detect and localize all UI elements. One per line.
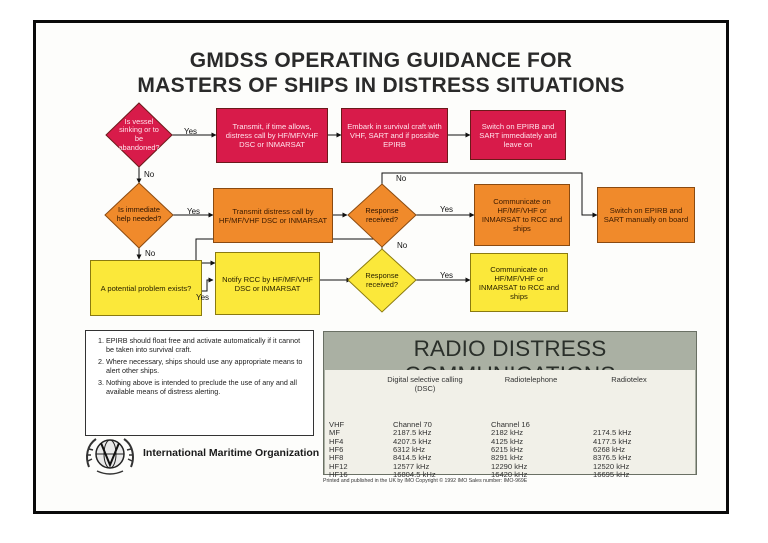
- radio-cell-band: VHF: [329, 420, 345, 429]
- box-communicate-2: Communicate on HF/MF/VHF or INMARSAT to …: [470, 253, 568, 312]
- label-yes-response-1: Yes: [440, 205, 454, 214]
- diamond-response-1: [347, 183, 417, 248]
- question-abandon: Is vessel sinking or to be abandoned?: [118, 116, 160, 152]
- label-yes-abandon: Yes: [184, 127, 198, 136]
- radio-cell-dsc: 6312 kHz: [393, 444, 426, 454]
- radio-cell-dsc: 4207.5 kHz: [393, 436, 432, 446]
- radio-cell-rt: Channel 16: [491, 420, 530, 429]
- title-line-1: GMDSS OPERATING GUIDANCE FOR: [189, 49, 573, 72]
- radio-cell-rt: 16420 kHz: [491, 469, 528, 479]
- radio-cell-dsc: 2187.5 kHz: [393, 428, 432, 438]
- organization-name: International Maritime Organization: [143, 447, 320, 459]
- radio-cell-rt: 6215 kHz: [491, 444, 524, 454]
- radio-cell-tlx: 4177.5 kHz: [593, 436, 632, 446]
- note-3: Nothing above is intended to preclude th…: [106, 379, 307, 396]
- label-yes-response-2: Yes: [440, 271, 454, 280]
- col-header-radiotelephone: Radiotelephone: [504, 375, 558, 384]
- box-embark-survival-craft: Embark in survival craft with VHF, SART …: [341, 108, 448, 163]
- arrow-response1-no: [381, 172, 598, 218]
- poster-frame: GMDSS OPERATING GUIDANCE FOR MASTERS OF …: [33, 20, 729, 514]
- box-notify-rcc: Notify RCC by HF/MF/VHF DSC or INMARSAT: [215, 252, 320, 315]
- box-potential-problem: A potential problem exists?: [90, 260, 202, 316]
- question-response-2: Response received?: [365, 271, 399, 289]
- diamond-immediate: [104, 182, 174, 249]
- col-header-radiotelex: Radiotelex: [611, 375, 647, 384]
- radio-cell-band: HF16: [329, 469, 348, 479]
- col-header-dsc: Digital selective calling (DSC): [387, 375, 463, 393]
- radio-cell-band: HF6: [329, 444, 344, 454]
- box-switch-epirb-manual: Switch on EPIRB and SART manually on boa…: [597, 187, 695, 243]
- radio-cell-dsc: 8414.5 kHz: [393, 453, 432, 463]
- publisher-footer: Printed and published in the UK by IMO C…: [323, 478, 528, 484]
- question-response-1: Response received?: [365, 206, 399, 224]
- radio-cell-tlx: 12520 kHz: [593, 461, 630, 471]
- radio-cell-rt: 12290 kHz: [491, 461, 528, 471]
- notes-box: EPIRB should float free and activate aut…: [85, 330, 314, 436]
- radio-cell-tlx: 6268 kHz: [593, 444, 626, 454]
- radio-cell-rt: 8291 kHz: [491, 453, 524, 463]
- radio-cell-rt: 4125 kHz: [491, 436, 524, 446]
- radio-cell-tlx: 2174.5 kHz: [593, 428, 632, 438]
- radio-cell-tlx: 16695 kHz: [593, 469, 630, 479]
- radio-cell-tlx: 8376.5 kHz: [593, 453, 632, 463]
- radio-cell-rt: 2182 kHz: [491, 428, 524, 438]
- radio-table: Digital selective calling (DSC) Radiotel…: [325, 370, 695, 479]
- poster: GMDSS OPERATING GUIDANCE FOR MASTERS OF …: [36, 23, 726, 511]
- radio-cell-band: HF4: [329, 436, 344, 446]
- label-no-response-1: No: [396, 174, 407, 183]
- flowchart-connectors: [104, 102, 598, 313]
- radio-cell-band: MF: [329, 428, 340, 438]
- box-transmit-if-time: Transmit, if time allows, distress call …: [216, 108, 328, 163]
- title-line-2: MASTERS OF SHIPS IN DISTRESS SITUATIONS: [137, 74, 625, 97]
- label-yes-problem: Yes: [196, 293, 210, 302]
- question-immediate-help: Is immediate help needed?: [116, 205, 162, 223]
- label-yes-immediate: Yes: [187, 207, 201, 216]
- box-switch-epirb-leave: Switch on EPIRB and SART immediately and…: [470, 110, 566, 160]
- arrow-problem-yes: [202, 277, 214, 292]
- radio-cell-band: HF12: [329, 461, 348, 471]
- label-no-abandon: No: [144, 170, 155, 179]
- note-1: EPIRB should float free and activate aut…: [106, 336, 307, 354]
- radio-distress-panel: RADIO DISTRESS COMMUNICATIONS Digital se…: [323, 331, 697, 479]
- radio-cell-dsc: 16804.5 kHz: [393, 469, 436, 479]
- note-2: Where necessary, ships should use any ap…: [106, 357, 307, 375]
- imo-branding: International Maritime Organization: [83, 433, 323, 477]
- label-no-immediate: No: [145, 249, 156, 258]
- label-no-response-2: No: [397, 241, 408, 250]
- radio-cell-band: HF8: [329, 453, 344, 463]
- radio-cell-dsc: Channel 70: [393, 420, 432, 429]
- diamond-abandon: [105, 102, 173, 168]
- box-transmit-distress: Transmit distress call by HF/MF/VHF DSC …: [213, 188, 333, 243]
- diamond-response-2: [347, 248, 417, 313]
- box-communicate-1: Communicate on HF/MF/VHF or INMARSAT to …: [474, 184, 570, 246]
- radio-cell-dsc: 12577 kHz: [393, 461, 430, 471]
- imo-emblem-icon: [86, 438, 134, 475]
